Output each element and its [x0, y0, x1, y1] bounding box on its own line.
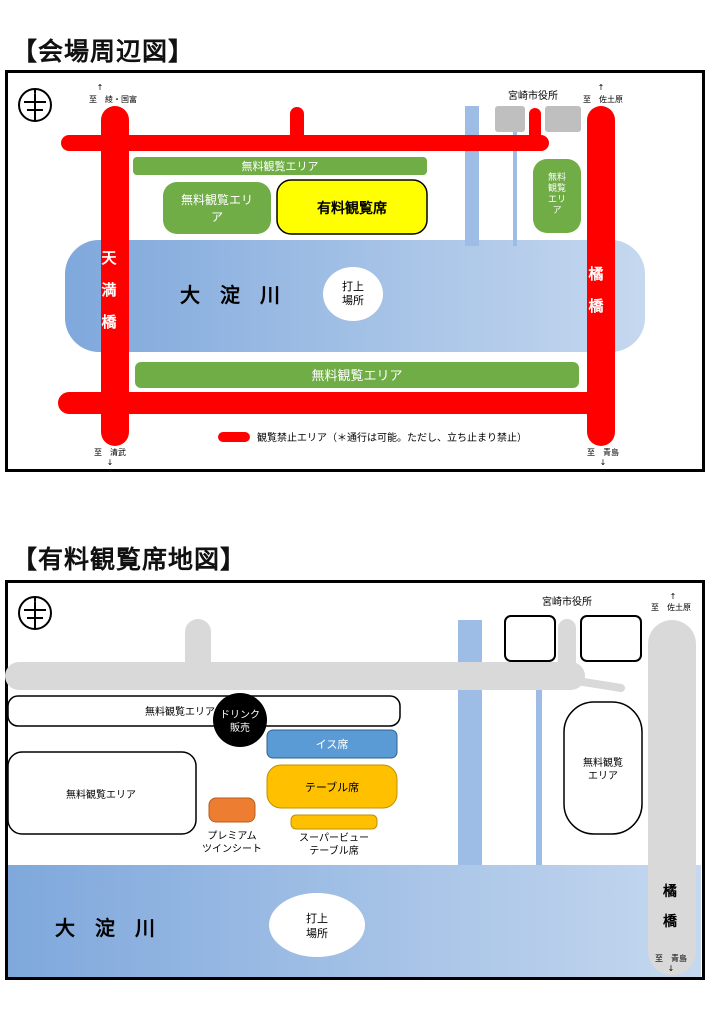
free-viewing-area-right-label-1: 無料: [548, 171, 566, 183]
to-sadowara-arrow: ↑: [598, 83, 605, 92]
free-viewing-area-right-label-2: エリア: [588, 771, 618, 782]
paid-seating-area-label: 有料観覧席: [317, 200, 387, 217]
to-sadowara-label: 至 佐土原: [651, 602, 691, 612]
to-aya-label: 至 綾・国富: [89, 94, 137, 104]
launch-site-label-1: 打上: [306, 911, 328, 925]
to-kiyotake-label: 至 清武: [94, 447, 126, 457]
free-viewing-area-right-label-4: ア: [552, 206, 561, 216]
tachibana-road: [648, 620, 696, 975]
tachibana-label-1: 橘: [662, 884, 677, 900]
paid-seating-map: 無料観覧エリア 無料観覧エリア 無料観覧 エリア ドリンク 販売 イス席 テーブ…: [5, 580, 705, 980]
north-compass-icon: 北: [18, 596, 52, 630]
free-viewing-area-top-label: 無料観覧エリア: [145, 705, 215, 718]
launch-site: [269, 893, 365, 957]
launch-site: [323, 267, 383, 321]
free-viewing-area-right-label-2: 観覧: [548, 182, 566, 194]
tachibana-label-2: 橋: [663, 913, 678, 930]
channel-right: [536, 680, 542, 865]
legend-red-swatch: [218, 432, 250, 442]
chair-seats-label: イス席: [316, 737, 349, 751]
city-hall-building-2: [545, 106, 581, 132]
svg-text:北: 北: [35, 92, 36, 95]
premium-twin-seats: [208, 797, 256, 823]
river-label: 大 淀 川: [55, 916, 155, 940]
river-label: 大 淀 川: [180, 283, 280, 307]
to-aoshima-arrow: ↓: [600, 458, 607, 467]
free-viewing-area-right: [533, 159, 581, 233]
legend-text: 観覧禁止エリア（＊通行は可能。ただし、立ち止まり禁止）: [257, 431, 527, 444]
table-seats-label: テーブル席: [305, 780, 359, 794]
city-hall-building-1: [495, 106, 525, 132]
svg-text:北: 北: [35, 600, 36, 603]
to-aoshima-label: 至 青島: [587, 447, 619, 457]
city-hall-building-1: [504, 615, 556, 662]
premium-label-1: プレミアム: [207, 830, 256, 842]
side-path: [567, 676, 625, 692]
city-hall-label: 宮崎市役所: [508, 89, 558, 102]
launch-site-label-2: 場所: [306, 927, 328, 940]
paid-seating-map-heading: 【有料観覧席地図】: [12, 545, 247, 574]
to-aya-arrow: ↑: [97, 83, 104, 92]
city-hall-label: 宮崎市役所: [542, 595, 592, 608]
launch-site-label-2: 場所: [342, 294, 364, 307]
north-compass-icon: 北: [18, 88, 52, 122]
drink-sales-label-1: ドリンク: [220, 709, 260, 721]
free-viewing-area-left: [163, 182, 271, 234]
to-aoshima-arrow: ↓: [668, 964, 675, 973]
tenmanbashi-label-3: 橋: [101, 313, 117, 331]
free-viewing-area-left-label-2: ア: [211, 210, 223, 224]
free-viewing-area-bottom-label: 無料観覧エリア: [311, 368, 402, 384]
drink-sales: [213, 693, 267, 747]
premium-label-2: ツインシート: [202, 844, 262, 855]
channel-left: [465, 106, 479, 246]
venue-area-map-heading: 【会場周辺図】: [12, 37, 195, 66]
free-viewing-area-top-label: 無料観覧エリア: [242, 159, 319, 173]
free-viewing-area-left-label: 無料観覧エリア: [66, 788, 136, 801]
paid-seating-area: [276, 179, 428, 235]
free-viewing-area-bottom: [135, 362, 579, 388]
chair-seats: [266, 729, 398, 759]
drink-sales-label-2: 販売: [230, 721, 250, 734]
tenmanbashi-label-2: 満: [101, 281, 116, 299]
to-sadowara-label: 至 佐土原: [583, 94, 623, 104]
super-view-label-2: テーブル席: [309, 844, 358, 857]
table-seats: [266, 764, 398, 809]
tenmanbashi-label-1: 天: [101, 249, 117, 267]
to-kiyotake-arrow: ↓: [107, 458, 114, 467]
free-viewing-area-left: [7, 751, 197, 835]
tachibana-label-2: 橋: [588, 297, 604, 315]
launch-site-label-1: 打上: [342, 279, 364, 293]
to-aoshima-label: 至 青島: [655, 953, 687, 963]
free-viewing-area-right-label-3: エリ: [548, 195, 566, 205]
free-viewing-area-right-label-1: 無料観覧: [583, 756, 623, 769]
tachibana-label-1: 橘: [587, 265, 603, 283]
to-sadowara-arrow: ↑: [670, 592, 677, 601]
free-viewing-area-left-label-1: 無料観覧エリ: [181, 192, 253, 207]
channel-left: [458, 620, 482, 865]
legend: 観覧禁止エリア（＊通行は可能。ただし、立ち止まり禁止）: [218, 431, 527, 444]
free-viewing-area-right: [563, 701, 643, 835]
venue-area-map: 無料観覧エリア 無料観覧エリ ア 有料観覧席 無料 観覧 エリ ア 無料観覧エリ…: [5, 70, 705, 472]
free-viewing-area-top: [7, 695, 401, 727]
channel-right: [513, 106, 517, 246]
super-view-table-seats: [290, 814, 378, 830]
free-viewing-area-top: [133, 157, 427, 175]
city-hall-building-2: [580, 615, 642, 662]
super-view-label-1: スーパービュー: [299, 832, 369, 844]
